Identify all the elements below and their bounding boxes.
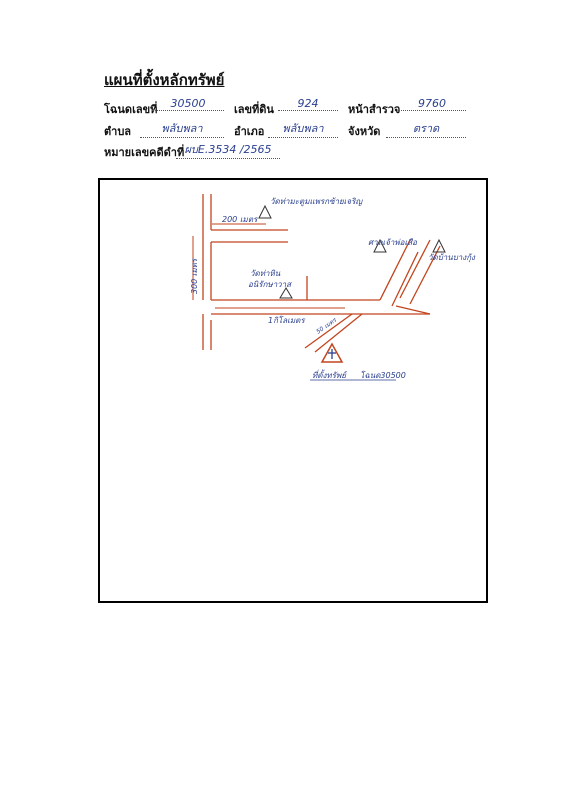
- label-dist-300: 300 เมตร: [190, 257, 199, 294]
- land-no-label: เลขที่ดิน: [234, 103, 274, 116]
- property-marker-icon: [320, 342, 344, 363]
- province-value: ตราด: [386, 119, 466, 138]
- label-dist-200: 200 เมตร: [222, 215, 259, 224]
- deed-no-label: โฉนดเลขที่: [104, 103, 158, 116]
- lane-right: [314, 313, 363, 353]
- label-temple-mid-2: อนิรักษาวาส: [248, 280, 292, 289]
- deed-no-value: 30500: [152, 97, 224, 111]
- road-network: [202, 194, 441, 353]
- lane-left: [304, 313, 353, 349]
- location-map-frame: วัดท่ามะตูมแพรกซ้ายเจริญ 200 เมตร วัดท่า…: [98, 178, 488, 603]
- case-no-value: ผบE.3534 /2565: [176, 140, 280, 159]
- road-diagonal-2-left: [399, 239, 431, 299]
- page-title: แผนที่ตั้งหลักทรัพย์: [104, 71, 225, 89]
- land-no-value: 924: [278, 97, 338, 111]
- case-no-label: หมายเลขคดีดำที่: [104, 146, 185, 159]
- label-property-deed: โฉนด30500: [360, 370, 406, 380]
- landmark-markers: [258, 204, 446, 299]
- location-map: วัดท่ามะตูมแพรกซ้ายเจริญ 200 เมตร วัดท่า…: [190, 194, 476, 381]
- temple-right-icon: [432, 238, 446, 253]
- label-temple-right: วัดบ้านบางกุ้ง: [428, 253, 476, 263]
- province-label: จังหวัด: [348, 125, 381, 138]
- label-shrine: ศาลเจ้าพ่อเสือ: [368, 238, 418, 247]
- label-temple-top: วัดท่ามะตูมแพรกซ้ายเจริญ: [270, 197, 363, 207]
- survey-page-value: 9760: [398, 97, 466, 111]
- temple-top-icon: [258, 204, 272, 219]
- district-label: อำเภอ: [234, 125, 265, 138]
- shrine-icon: [373, 238, 387, 253]
- road-diagonal-2-right: [409, 245, 441, 305]
- subdistrict-value: พลับพลา: [140, 119, 224, 138]
- subdistrict-label: ตำบล: [104, 125, 132, 138]
- label-property: ที่ตั้งทรัพย์: [312, 369, 348, 380]
- survey-page-label: หน้าสำรวจ: [348, 103, 401, 116]
- district-value: พลับพลา: [268, 119, 338, 138]
- dimension-markers: [192, 223, 345, 309]
- road-diagonal-left: [379, 239, 411, 301]
- road-diagonal-join: [395, 305, 431, 315]
- road-diagonal-right-lower: [391, 251, 419, 307]
- label-temple-mid: วัดท่าหิน: [250, 269, 281, 278]
- label-dist-1km: 1กิโลเมตร: [268, 315, 306, 325]
- temple-mid-icon: [279, 287, 293, 299]
